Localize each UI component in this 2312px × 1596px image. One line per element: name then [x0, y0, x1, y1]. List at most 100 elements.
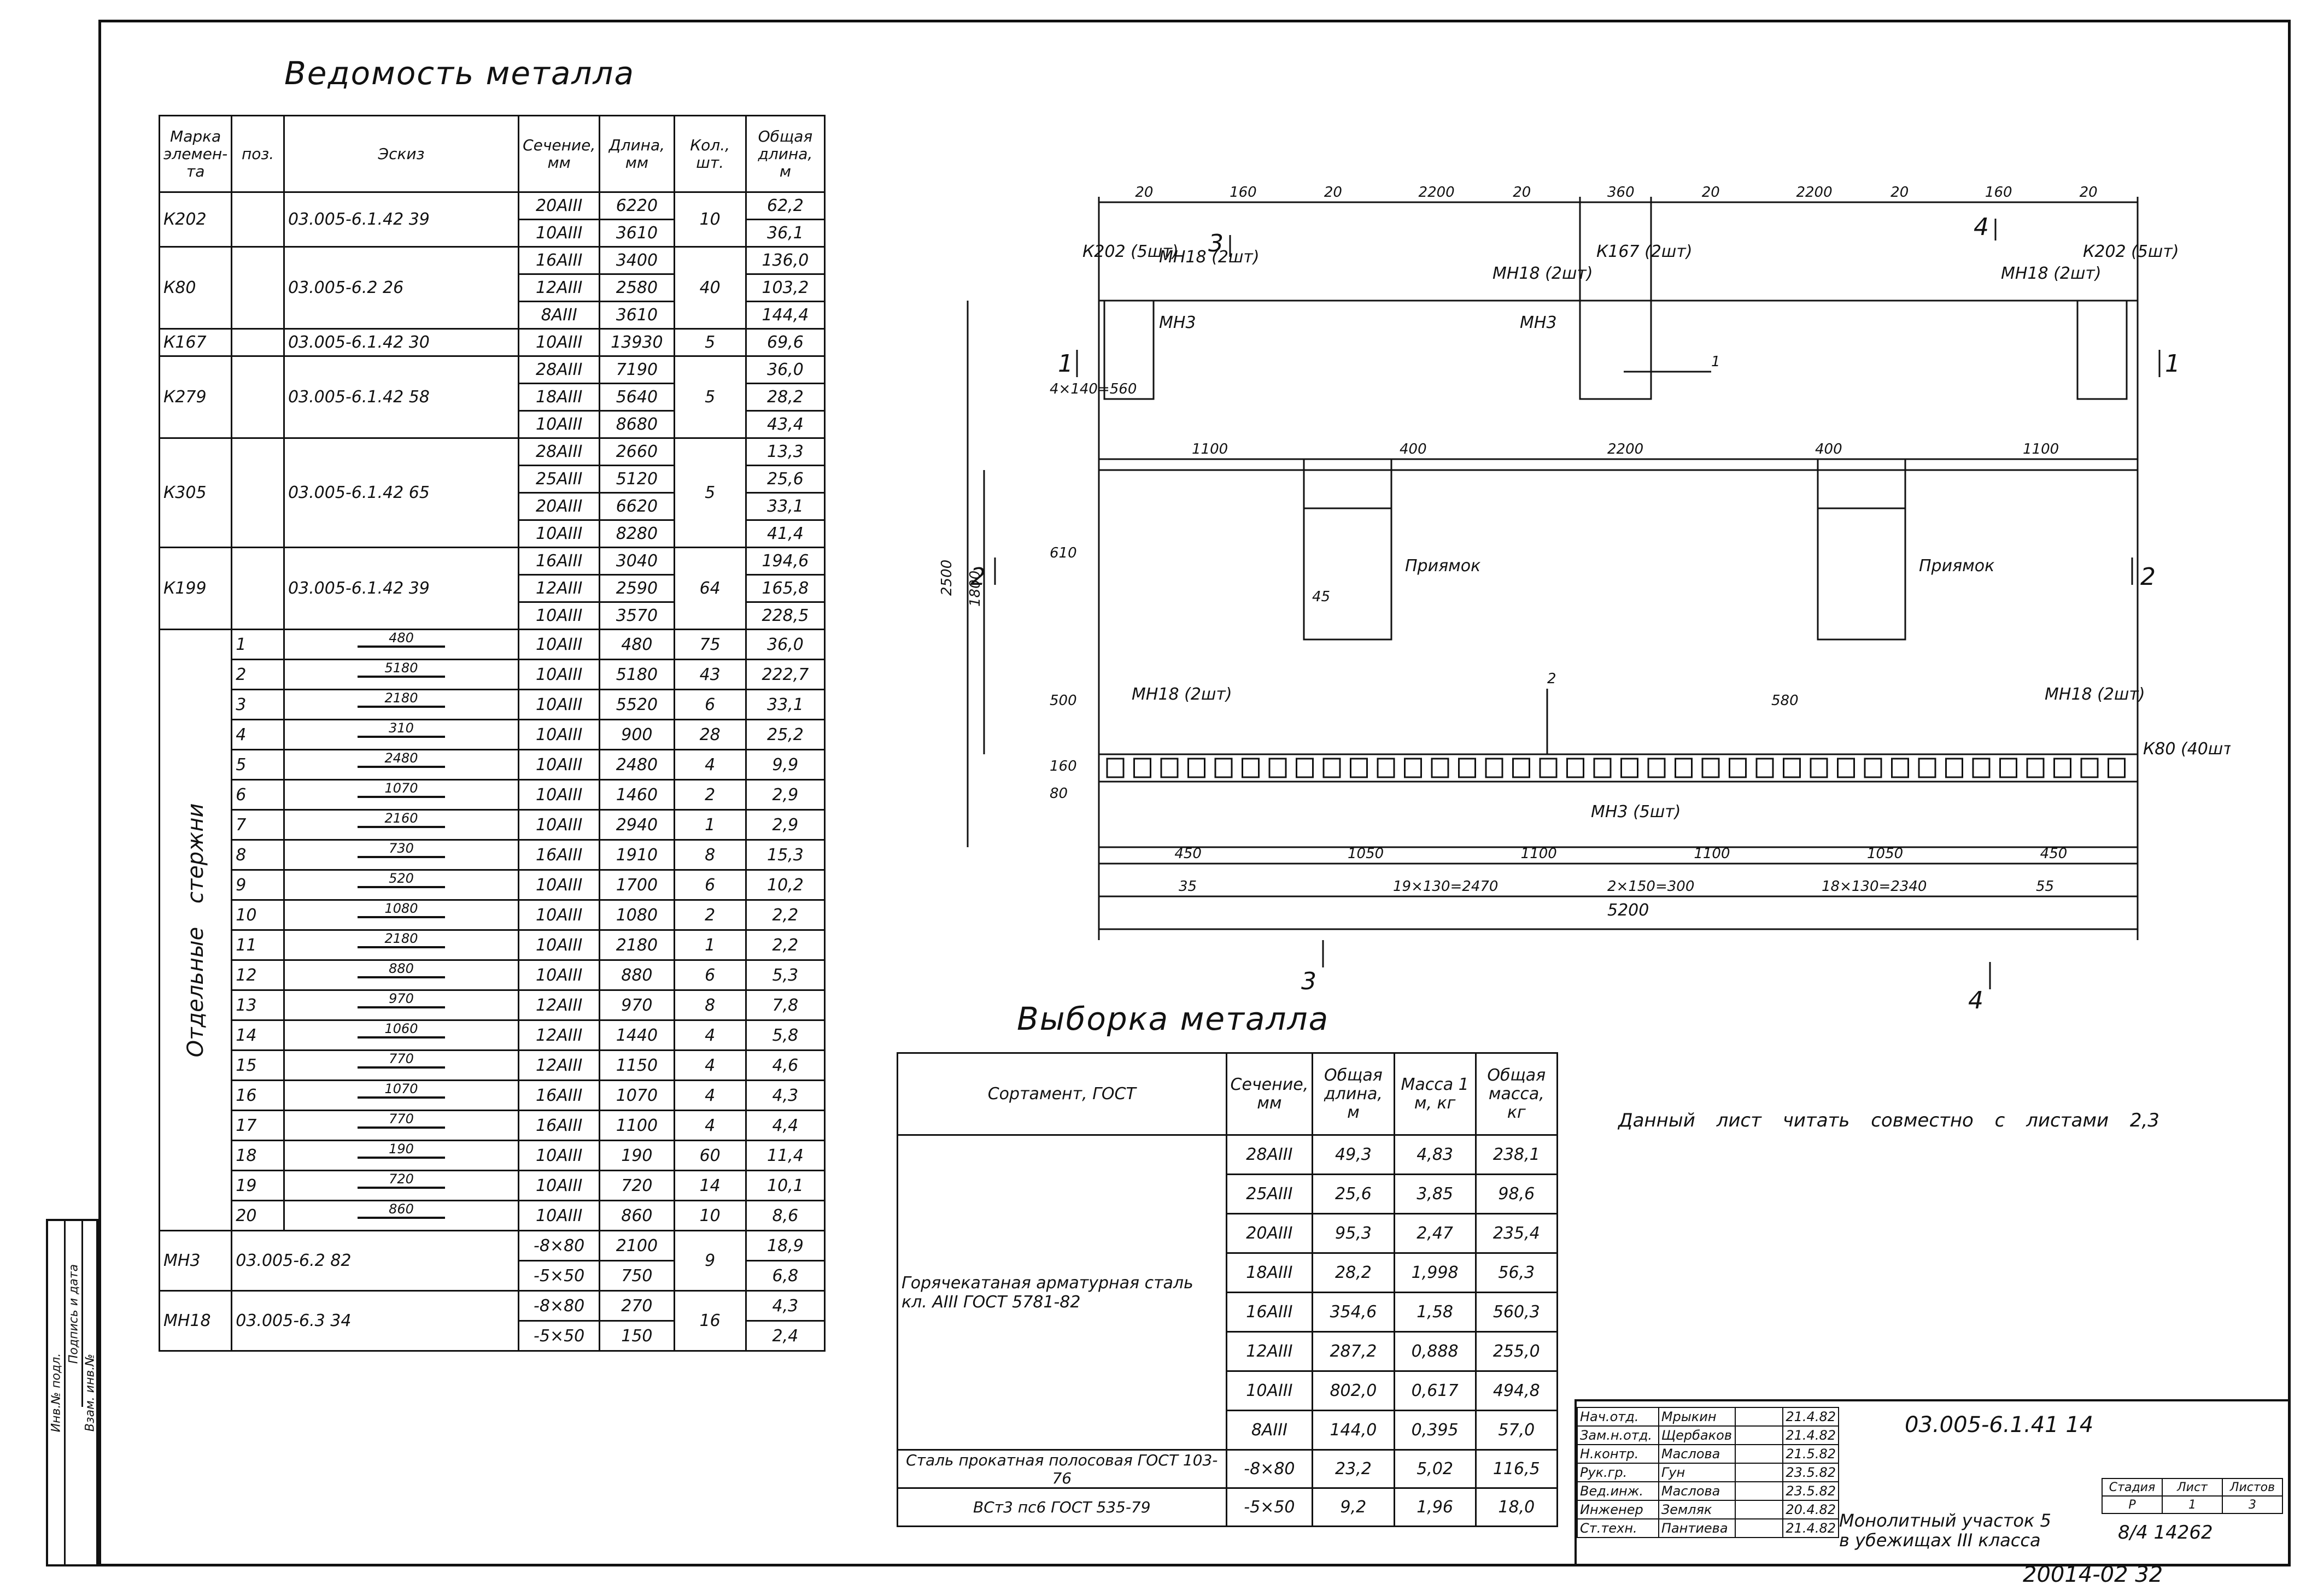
total-length: 7,8 [745, 989, 826, 1021]
group-strip-label: Сталь прокатная полосовая ГОСТ 103-76 [897, 1449, 1227, 1489]
bar-sketch-length: 1060 [384, 1021, 418, 1036]
bar-line [358, 1096, 446, 1099]
bar-sketch: 860 [283, 1200, 520, 1231]
mass-per-m: 1,998 [1393, 1252, 1477, 1293]
section: 10АIII [518, 869, 601, 901]
length: 1150 [599, 1049, 675, 1081]
separate-bars-text: Отдельные стержни [183, 803, 208, 1057]
qty: 16 [673, 1290, 747, 1352]
section-2-right: 2 [2140, 563, 2156, 591]
height-total: 2500 [939, 560, 955, 596]
stage-table: Стадия Лист Листов Р 1 3 [2102, 1478, 2283, 1514]
vyborka-body: Горячекатаная арматурная сталь кл. АIII … [897, 1134, 1559, 1527]
bar-line [358, 1126, 446, 1129]
total-length: 165,8 [745, 574, 826, 603]
total-length: 2,4 [745, 1320, 826, 1352]
total-length: 28,2 [1312, 1252, 1395, 1293]
section: 8АIII [1225, 1410, 1314, 1451]
element-sketch: 03.005-6.1.42 39 [283, 547, 520, 630]
dimension-label: 55 [2036, 878, 2054, 895]
mark-k202-right: К202 (5шт) [2083, 242, 2179, 261]
element-mark: МН18 [158, 1290, 233, 1352]
length: 2660 [599, 437, 675, 466]
group-strip-label: ВСт3 пс6 ГОСТ 535-79 [897, 1487, 1227, 1527]
detail-label: 45 [1312, 589, 1330, 605]
role: Инженер [1577, 1500, 1659, 1519]
person: Гун [1658, 1463, 1736, 1482]
total-length: 15,3 [745, 839, 826, 871]
bar-sketch: 2180 [283, 689, 520, 720]
section: 10АIII [518, 219, 601, 248]
length: 750 [599, 1260, 675, 1292]
bar-pos: 19 [231, 1170, 285, 1201]
section: 25АIII [518, 465, 601, 494]
bar-section-mark [1296, 758, 1314, 778]
sidebar-col: Подпись и дата [66, 1221, 83, 1407]
total-length: 2,9 [745, 779, 826, 811]
mark-mn18-d: МН18 (2шт) [1132, 685, 1232, 704]
bar-sketch: 770 [283, 1110, 520, 1141]
element-sketch: 03.005-6.3 34 [231, 1290, 520, 1352]
total-length: 194,6 [745, 547, 826, 576]
qty: 4 [673, 1049, 747, 1081]
mark-mn18-e: МН18 (2шт) [2045, 685, 2145, 704]
total-length: 95,3 [1312, 1213, 1395, 1254]
dimension-label: 2200 [1796, 184, 1832, 201]
bar-sketch-length: 970 [389, 991, 414, 1006]
element-mark: К279 [158, 355, 233, 439]
bar-line [358, 1187, 446, 1189]
detail-label: 4×140=560 [1050, 381, 1137, 397]
bar-sketch-length: 480 [389, 630, 414, 646]
element-pos [231, 328, 285, 357]
bar-sketch-drawing: 1060 [347, 1021, 456, 1045]
bar-section-mark [1864, 758, 1882, 778]
role: Ст.техн. [1577, 1518, 1659, 1538]
qty: 4 [673, 1019, 747, 1051]
section: 10АIII [518, 519, 601, 548]
col-mark: Марка элемен-та [158, 115, 233, 193]
length: 13930 [599, 328, 675, 357]
section: 16АIII [518, 1079, 601, 1111]
dimension-label: 19×130=2470 [1393, 878, 1498, 895]
bar-sketch: 1070 [283, 779, 520, 811]
element-pos [231, 246, 285, 330]
height-inner: 1800 [967, 571, 984, 607]
section: 10АIII [518, 629, 601, 660]
bar-section-mark [1891, 758, 1909, 778]
person: Маслова [1658, 1444, 1736, 1464]
total-length: 4,4 [745, 1110, 826, 1141]
element-mark: МН3 [158, 1230, 233, 1292]
dimension-label: 1100 [1521, 846, 1557, 862]
total-length: 6,8 [745, 1260, 826, 1292]
section-4-top: 4 [1974, 213, 1989, 241]
total-mass: 238,1 [1474, 1134, 1559, 1175]
length: 2590 [599, 574, 675, 603]
bar-sketch-drawing: 190 [347, 1141, 456, 1165]
bar-sketch-length: 520 [389, 871, 414, 886]
section: 20АIII [518, 492, 601, 521]
dimension-label: 1100 [1694, 846, 1730, 862]
bar-sketch: 520 [283, 869, 520, 901]
mass-per-m: 4,83 [1393, 1134, 1477, 1175]
bar-pos: 6 [231, 779, 285, 811]
total-length: 18,9 [745, 1230, 826, 1261]
dimension-label: 2200 [1607, 441, 1643, 457]
role: Нач.отд. [1577, 1407, 1659, 1427]
mark-mn18-a: МН18 (2шт) [1159, 248, 1260, 267]
bar-sketch: 310 [283, 719, 520, 750]
bar-pos: 9 [231, 869, 285, 901]
length: 720 [599, 1170, 675, 1201]
bar-sketch: 970 [283, 989, 520, 1021]
col-qty: Кол., шт. [673, 115, 747, 193]
